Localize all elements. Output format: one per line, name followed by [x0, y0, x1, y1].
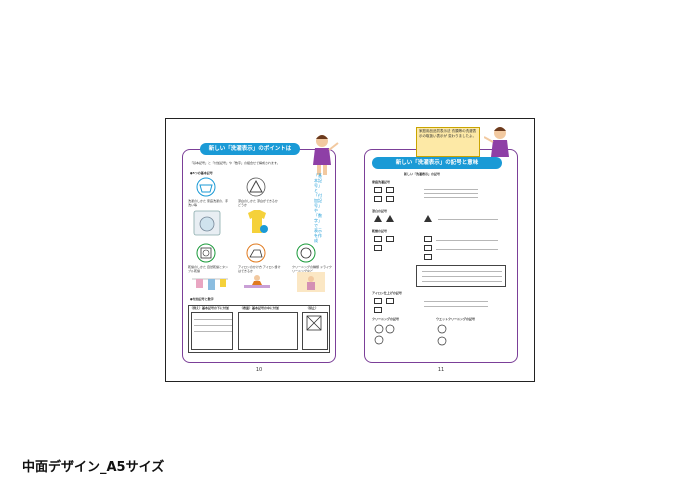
right-page-title: 新しい「洗濯表示」の記号と意味 — [372, 157, 502, 169]
mascot-illustration-right — [484, 127, 509, 157]
text-line — [422, 271, 502, 272]
mascot-illustration — [313, 135, 339, 175]
section-wet-cleaning-label: ウエットクリーニングの記号 — [436, 317, 476, 321]
right-subtitle: 新しい「洗濯表示」の記号 — [404, 172, 441, 176]
additional-symbols-label: ●付加記号と数字 — [190, 297, 214, 301]
left-intro-text: 「基本記号」と「付加記号」や「数字」の組合せで構成されます。 — [190, 161, 280, 165]
bleach-symbol — [386, 215, 394, 222]
table-header-below: 〈例え〉基本記号の下に付加 — [190, 306, 230, 310]
cleaning-shop-illustration — [297, 272, 325, 292]
info-callout — [416, 127, 480, 157]
left-page-number: 10 — [255, 367, 263, 373]
section-cleaning-label: クリーニングの記号 — [372, 317, 400, 321]
cleaning-circle-symbols — [374, 324, 395, 345]
dry-symbol — [374, 245, 382, 251]
wash-symbol — [386, 196, 394, 202]
washing-tub-icon — [196, 177, 216, 197]
text-line — [422, 276, 502, 277]
table-rule — [194, 331, 232, 332]
basic-symbols-label: ●5つの基本記号 — [190, 171, 213, 175]
table-header-prohibit: 〈禁止〉 — [306, 306, 319, 310]
right-page: 家庭用品品質表示法 衣類等の洗濯表示の取扱い表示が 変わりましたよ。 新しい「洗… — [364, 127, 518, 373]
category-text-clean: クリーニングの種類 ドライクリーニングなど — [292, 265, 332, 273]
yellow-shirt-illustration — [248, 210, 268, 233]
category-text-wash: 洗濯のしかた 家庭洗濯の、手洗い等 — [188, 199, 228, 207]
table-cell-inside — [238, 312, 298, 350]
wet-cleaning-circle-symbols — [437, 324, 447, 346]
text-line — [424, 193, 478, 194]
right-page-number: 11 — [437, 367, 445, 373]
iron-symbol — [374, 307, 382, 313]
bleach-triangle-icon — [246, 177, 266, 197]
design-caption: 中面デザイン_A5サイズ — [22, 460, 165, 475]
section-wash-label: 家庭洗濯記号 — [372, 180, 391, 184]
vertical-note: 「基本記号」と「付加記号」や「数字」で 表示を作成 — [314, 173, 322, 243]
bleach-symbol — [424, 215, 432, 222]
iron-icon — [246, 243, 266, 263]
booklet-spread: 新しい「洗濯表示」のポイントは 「基本記号」と「付加記号」や「数字」の組合せで構… — [165, 118, 535, 382]
dry-symbol — [424, 236, 432, 242]
wash-symbol — [386, 187, 394, 193]
dry-clean-circle-icon — [296, 243, 316, 263]
category-text-bleach: 漂白のしかた 漂白ができるかどうか — [238, 199, 278, 207]
table-header-inside: 〈表面〉基本記号の中に付加 — [240, 306, 280, 310]
callout-text: 家庭用品品質表示法 衣類等の洗濯表示の取扱い表示が 変わりましたよ。 — [419, 129, 477, 138]
left-page-title: 新しい「洗濯表示」のポイントは — [200, 143, 300, 155]
text-line — [424, 189, 478, 190]
left-page: 新しい「洗濯表示」のポイントは 「基本記号」と「付加記号」や「数字」の組合せで構… — [182, 133, 339, 373]
ironing-illustration — [244, 275, 270, 288]
text-line — [422, 281, 502, 282]
text-line — [436, 240, 498, 241]
prohibit-x-icon — [306, 315, 322, 331]
bleach-symbol — [374, 215, 382, 222]
dry-symbol — [424, 245, 432, 251]
section-bleach-label: 漂白の記号 — [372, 209, 388, 213]
iron-symbol — [374, 298, 382, 304]
category-text-iron: アイロンのかけ方 アイロン掛けはできるか — [238, 265, 281, 273]
section-iron-label: アイロン仕上げの記号 — [372, 291, 402, 295]
category-text-dry: 乾燥のしかた 自然乾燥とタンブル乾燥 — [188, 265, 228, 273]
wash-symbol — [374, 187, 382, 193]
drying-square-icon — [196, 243, 216, 263]
laundry-line-illustration — [192, 278, 228, 290]
table-cell-prohibit — [302, 312, 328, 350]
text-line — [438, 219, 498, 220]
wash-symbol — [374, 196, 382, 202]
iron-symbol — [386, 298, 394, 304]
table-rule — [194, 319, 232, 320]
text-line — [424, 301, 488, 302]
section-dry-label: 乾燥の記号 — [372, 229, 388, 233]
text-line — [424, 306, 488, 307]
dry-symbol — [374, 236, 382, 242]
table-rule — [194, 325, 232, 326]
dry-symbol — [386, 236, 394, 242]
text-line — [424, 197, 478, 198]
washing-machine-illustration — [193, 210, 221, 236]
dry-symbol — [424, 254, 432, 260]
text-line — [436, 249, 498, 250]
